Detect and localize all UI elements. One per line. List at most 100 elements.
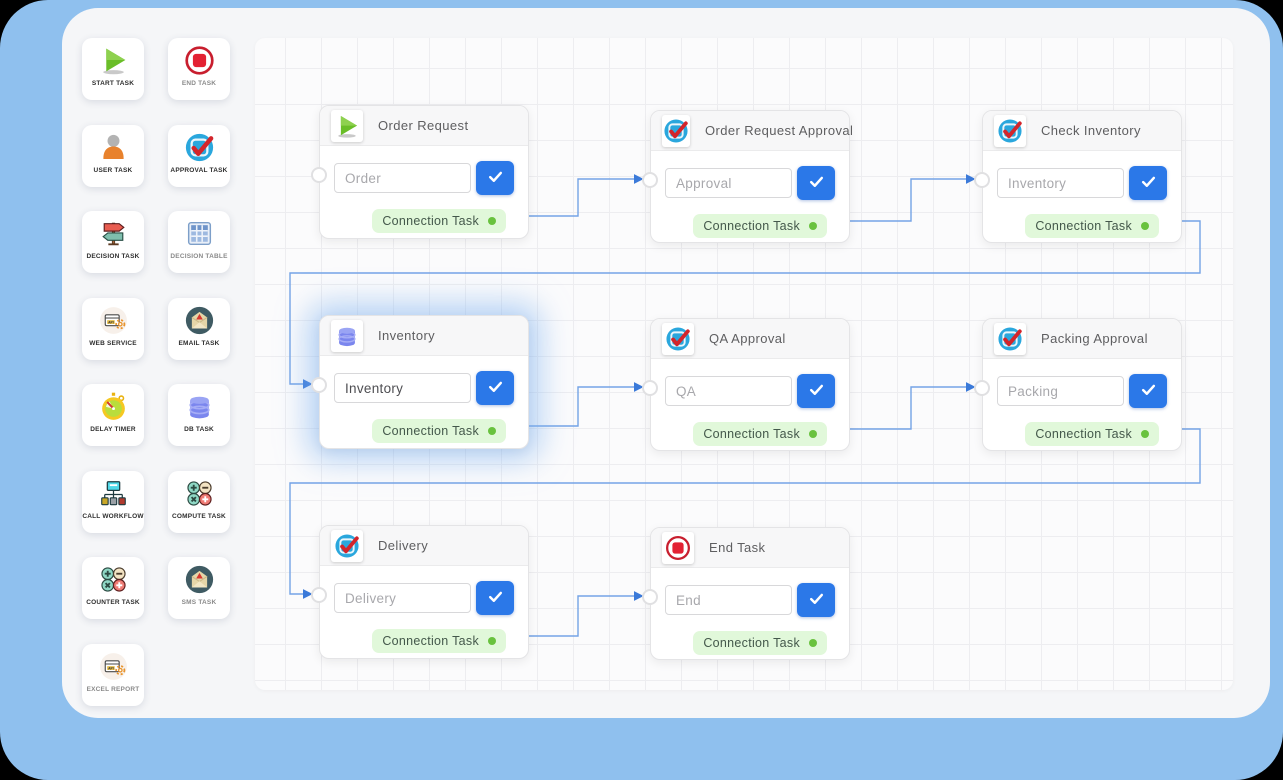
input-port[interactable] [974, 172, 990, 188]
play-icon [331, 109, 363, 142]
confirm-button[interactable] [476, 581, 514, 615]
connection-dot[interactable] [1141, 222, 1149, 230]
input-port[interactable] [642, 589, 658, 605]
node-header: Check Inventory [983, 111, 1181, 151]
palette-item-counter-task[interactable]: COUNTER TASK [82, 557, 144, 619]
connection-task-label: Connection Task [703, 636, 800, 650]
input-port[interactable] [311, 167, 327, 183]
check-icon [487, 378, 504, 398]
palette-item-label: EMAIL TASK [178, 339, 220, 347]
confirm-button[interactable] [797, 583, 835, 617]
node-header: Packing Approval [983, 319, 1181, 359]
input-port[interactable] [642, 172, 658, 188]
palette-item-approval-task[interactable]: APPROVAL TASK [168, 124, 230, 187]
palette-item-web-service[interactable]: API WEB SERVICE [82, 297, 144, 360]
palette-item-sms-task[interactable]: SMS TASK [168, 557, 230, 619]
confirm-button[interactable] [797, 166, 835, 200]
web-service-icon: API [97, 304, 130, 337]
connection-dot[interactable] [488, 427, 496, 435]
connection-task-label: Connection Task [703, 219, 800, 233]
connection-task-pill[interactable]: Connection Task [372, 419, 506, 443]
node-end-task[interactable]: End Task Connection Task [642, 527, 850, 660]
palette-item-label: COMPUTE TASK [172, 512, 226, 520]
palette-item-excel-report[interactable]: API EXCEL REPORT [82, 643, 144, 706]
task-name-input[interactable] [334, 373, 471, 403]
input-port[interactable] [311, 587, 327, 603]
connection-dot[interactable] [488, 217, 496, 225]
connection-dot[interactable] [809, 222, 817, 230]
connection-task-label: Connection Task [703, 427, 800, 441]
task-name-input[interactable] [665, 585, 792, 615]
node-order-request-approval[interactable]: Order Request Approval Connection Task [642, 110, 853, 243]
connection-task-label: Connection Task [1035, 427, 1132, 441]
connection-task-pill[interactable]: Connection Task [693, 214, 827, 238]
svg-text:API: API [108, 320, 114, 324]
connection-task-pill[interactable]: Connection Task [372, 629, 506, 653]
email-task-icon [183, 304, 216, 337]
task-name-input[interactable] [334, 583, 471, 613]
connection-dot[interactable] [488, 637, 496, 645]
palette-item-db-task[interactable]: DB TASK [168, 384, 230, 446]
connection-dot[interactable] [809, 430, 817, 438]
confirm-button[interactable] [1129, 374, 1167, 408]
task-name-input[interactable] [997, 168, 1124, 198]
node-packing-approval[interactable]: Packing Approval Connection Task [974, 318, 1182, 451]
connection-task-pill[interactable]: Connection Task [693, 631, 827, 655]
start-task-icon [97, 44, 130, 77]
node-header: Order Request Approval [651, 111, 853, 151]
connection-task-pill[interactable]: Connection Task [1025, 422, 1159, 446]
palette-item-decision-table[interactable]: DECISION TABLE [168, 211, 230, 273]
palette-item-label: EXCEL REPORT [86, 685, 140, 693]
node-header: Delivery [320, 526, 528, 566]
node-order-request[interactable]: Order Request Connection Task [311, 105, 529, 239]
check-icon [487, 588, 504, 608]
connection-task-pill[interactable]: Connection Task [372, 209, 506, 233]
task-name-input[interactable] [997, 376, 1124, 406]
node-header: Order Request [320, 106, 528, 146]
check-icon [808, 590, 825, 610]
approval-task-icon [183, 131, 216, 164]
node-delivery[interactable]: Delivery Connection Task [311, 525, 529, 659]
palette-item-label: APPROVAL TASK [170, 166, 228, 174]
connection-dot[interactable] [1141, 430, 1149, 438]
palette-item-label: DECISION TABLE [170, 253, 228, 260]
excel-report-icon: API [97, 650, 130, 683]
palette-item-delay-timer[interactable]: DELAY TIMER [82, 384, 144, 446]
task-name-input[interactable] [334, 163, 471, 193]
connection-task-label: Connection Task [382, 214, 479, 228]
decision-table-icon [183, 217, 216, 250]
connection-task-pill[interactable]: Connection Task [693, 422, 827, 446]
node-inventory[interactable]: Inventory Connection Task [311, 315, 529, 449]
palette-item-label: USER TASK [93, 166, 133, 174]
input-port[interactable] [974, 380, 990, 396]
palette-item-email-task[interactable]: EMAIL TASK [168, 297, 230, 360]
palette-item-compute-task[interactable]: COMPUTE TASK [168, 470, 230, 533]
task-name-input[interactable] [665, 376, 792, 406]
node-qa-approval[interactable]: QA Approval Connection Task [642, 318, 850, 451]
palette-item-call-workflow[interactable]: CALL WORKFLOW [82, 470, 144, 533]
confirm-button[interactable] [1129, 166, 1167, 200]
node-title: Check Inventory [1041, 123, 1141, 138]
connection-dot[interactable] [809, 639, 817, 647]
workflow-canvas[interactable]: Order Request Connection Task [255, 38, 1233, 690]
confirm-button[interactable] [797, 374, 835, 408]
check-icon [1140, 173, 1157, 193]
confirm-button[interactable] [476, 161, 514, 195]
connection-task-label: Connection Task [1035, 219, 1132, 233]
node-check-inventory[interactable]: Check Inventory Connection Task [974, 110, 1182, 243]
task-name-input[interactable] [665, 168, 792, 198]
connection-task-pill[interactable]: Connection Task [1025, 214, 1159, 238]
palette-item-user-task[interactable]: USER TASK [82, 124, 144, 187]
compute-task-icon [183, 477, 216, 510]
palette-item-start-task[interactable]: START TASK [82, 38, 144, 100]
palette-item-decision-task[interactable]: DECISION TASK [82, 211, 144, 273]
approval-icon [662, 114, 690, 147]
input-port[interactable] [311, 377, 327, 393]
node-header: End Task [651, 528, 849, 568]
approval-icon [331, 529, 363, 562]
confirm-button[interactable] [476, 371, 514, 405]
palette-item-end-task[interactable]: END TASK [168, 38, 230, 100]
input-port[interactable] [642, 380, 658, 396]
approval-icon [662, 322, 694, 355]
database-icon [331, 319, 363, 352]
